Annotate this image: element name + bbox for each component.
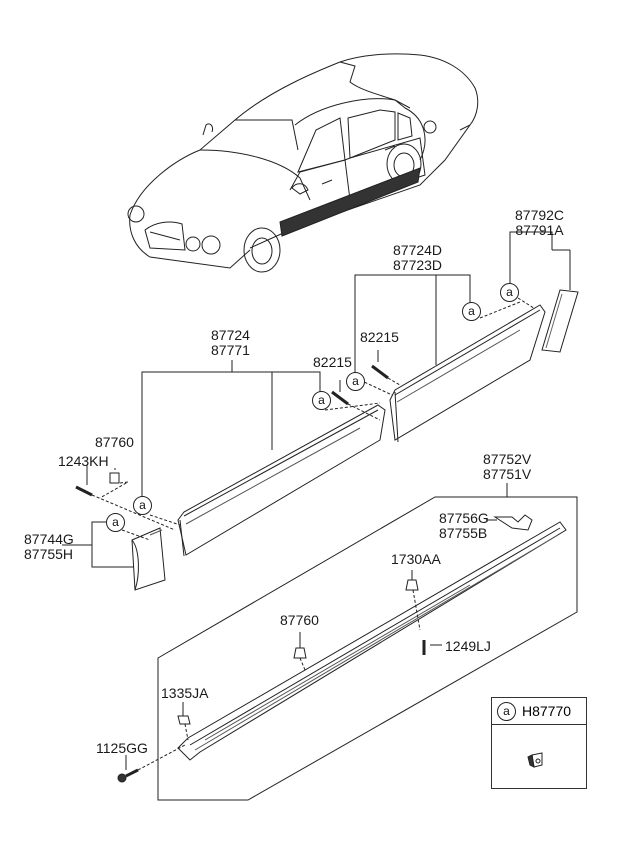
callout-a: a [312, 391, 331, 410]
label-screw-1249lj: 1249LJ [445, 638, 491, 654]
label-rear-bracket: 87756G 87755B [439, 511, 489, 541]
label-fender-end-piece: 87744G 87755H [24, 532, 74, 562]
part-number: 87755H [24, 546, 74, 562]
callout-a: a [133, 496, 152, 515]
part-number: 87724 [211, 327, 250, 343]
label-rear-door-moulding: 87724D 87723D [393, 243, 442, 273]
legend-header: a H87770 [492, 698, 586, 725]
label-bolt-82215-right: 82215 [360, 329, 399, 345]
legend-callout-a: a [497, 702, 516, 721]
legend-box: a H87770 [491, 697, 587, 789]
fender-end-piece-part [62, 521, 166, 591]
callout-a: a [462, 302, 481, 321]
part-number: 87724D [393, 242, 443, 258]
part-number: 87752V [483, 451, 532, 467]
clip-icon [527, 752, 543, 768]
label-rear-side-trim: 87792C 87791A [515, 208, 564, 238]
legend-part-code: H87770 [522, 703, 572, 719]
label-clip-87760-sill: 87760 [280, 612, 319, 628]
callout-a: a [500, 283, 519, 302]
label-clip-1730aa: 1730AA [391, 551, 441, 567]
front-door-moulding-part [141, 360, 386, 557]
label-side-sill: 87752V 87751V [483, 452, 531, 482]
part-number: 87751V [483, 466, 532, 482]
front-fastener-group [75, 465, 181, 531]
part-number: 87744G [24, 531, 74, 547]
part-number: 87791A [515, 222, 564, 238]
part-number: 87771 [211, 342, 250, 358]
callout-a: a [346, 372, 365, 391]
car-illustration [127, 53, 479, 273]
label-bolt-82215-left: 82215 [313, 354, 352, 370]
side-sill-box [117, 483, 578, 801]
label-screw-1243kh: 1243KH [58, 453, 109, 469]
label-bolt-1125gg: 1125GG [96, 740, 148, 756]
part-number: 87756G [439, 510, 489, 526]
part-number: 87723D [393, 257, 443, 273]
label-nut-1335ja: 1335JA [161, 685, 209, 701]
label-front-door-moulding: 87724 87771 [211, 328, 250, 358]
bolt-82215-right [371, 350, 401, 386]
car-moulding-highlight [279, 167, 421, 237]
label-clip-87760-front: 87760 [95, 434, 134, 450]
rear-door-moulding-part [354, 274, 546, 443]
part-number: 87755B [439, 525, 488, 541]
part-number: 87792C [515, 207, 565, 223]
bolt-82215-left [331, 380, 381, 421]
callout-a: a [106, 513, 125, 532]
